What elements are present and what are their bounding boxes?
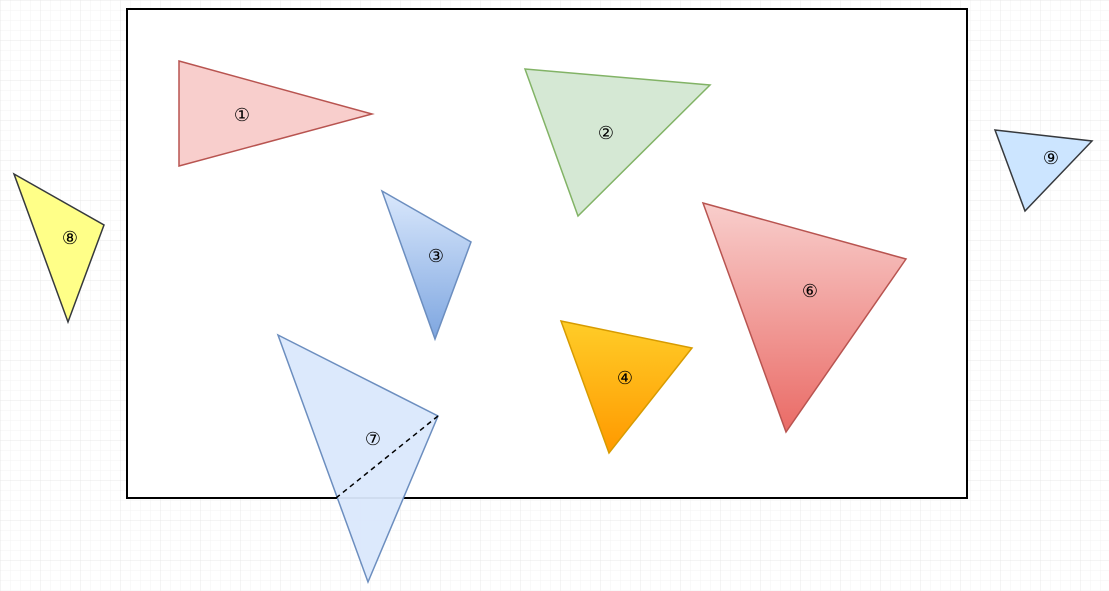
- triangle-3-label: ③: [428, 246, 444, 267]
- triangle-2[interactable]: ②: [523, 68, 712, 218]
- triangle-9-label: ⑨: [1043, 148, 1059, 169]
- triangle-6[interactable]: ⑥: [701, 201, 908, 434]
- triangle-7-label: ⑦: [365, 429, 381, 450]
- triangle-9[interactable]: ⑨: [993, 129, 1094, 213]
- triangle-1-shape[interactable]: [178, 60, 375, 167]
- triangle-8-label: ⑧: [62, 228, 78, 249]
- triangle-1[interactable]: ①: [178, 60, 375, 167]
- triangle-7-dashed-segment: [335, 415, 439, 499]
- triangle-4-shape[interactable]: [559, 319, 694, 455]
- triangle-7[interactable]: ⑦: [276, 333, 439, 585]
- triangle-6-shape[interactable]: [701, 201, 908, 434]
- triangle-4[interactable]: ④: [559, 319, 694, 455]
- triangle-6-label: ⑥: [802, 281, 818, 302]
- triangle-4-label: ④: [617, 368, 633, 389]
- triangle-1-label: ①: [234, 105, 250, 126]
- triangle-2-label: ②: [598, 123, 614, 144]
- triangle-7-shape[interactable]: [276, 333, 439, 585]
- triangle-8[interactable]: ⑧: [12, 172, 105, 325]
- triangle-9-shape[interactable]: [993, 129, 1094, 213]
- triangle-8-shape[interactable]: [12, 172, 105, 325]
- triangle-2-shape[interactable]: [523, 68, 712, 218]
- triangle-3-shape[interactable]: [380, 189, 472, 342]
- triangle-3[interactable]: ③: [380, 189, 472, 342]
